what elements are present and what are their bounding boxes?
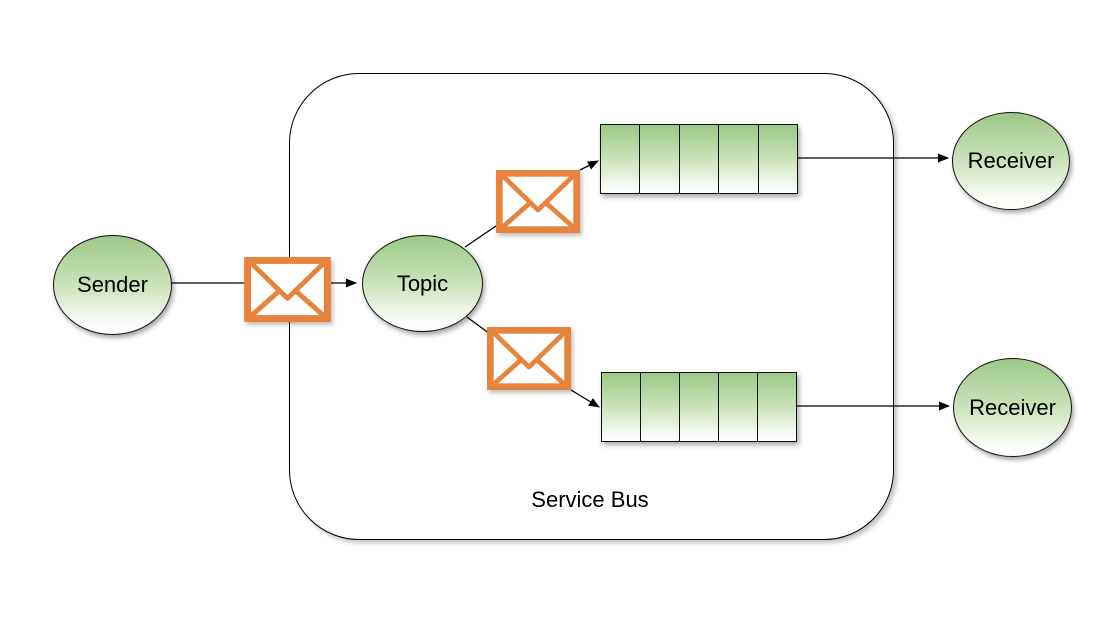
queue-cell xyxy=(679,125,720,193)
node-sender-label: Sender xyxy=(77,272,148,297)
envelope-icon[interactable] xyxy=(244,257,331,322)
node-receiver-top[interactable]: Receiver xyxy=(952,112,1070,210)
queue-cell xyxy=(641,373,680,441)
queue-subscription-top[interactable] xyxy=(600,124,798,194)
envelope-icon[interactable] xyxy=(496,170,580,233)
queue-cell xyxy=(601,125,641,193)
node-receiver-bottom[interactable]: Receiver xyxy=(953,358,1072,457)
queue-subscription-bottom[interactable] xyxy=(601,372,797,442)
node-receiver-bottom-label: Receiver xyxy=(969,394,1056,420)
queue-cell xyxy=(758,373,796,441)
queue-cell xyxy=(719,125,759,193)
queue-cell xyxy=(602,373,641,441)
service-bus-label: Service Bus xyxy=(531,487,649,512)
node-receiver-top-label: Receiver xyxy=(967,148,1055,173)
queue-cell xyxy=(640,125,680,193)
queue-cell xyxy=(719,373,758,441)
node-topic-label: Topic xyxy=(396,270,449,296)
node-topic[interactable]: Topic xyxy=(362,235,483,332)
queue-cell xyxy=(680,373,719,441)
queue-cell xyxy=(758,125,798,193)
envelope-icon[interactable] xyxy=(487,326,571,391)
node-sender[interactable]: Sender xyxy=(53,235,172,335)
